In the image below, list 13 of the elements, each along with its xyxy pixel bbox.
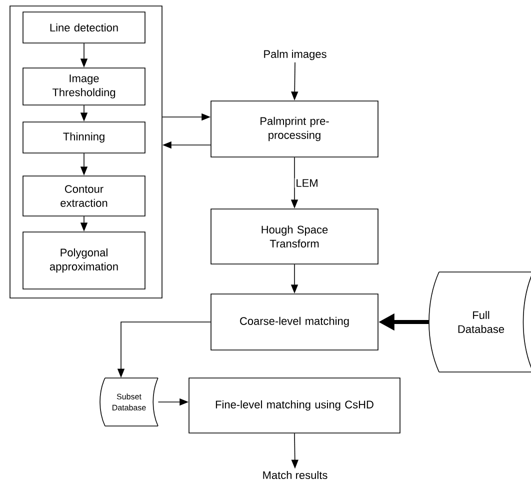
- edge-label: LEM: [296, 179, 318, 187]
- process-box: Contour extraction: [22, 176, 146, 216]
- process-box: Coarse-level matching: [210, 294, 378, 350]
- flow-text: Match results: [263, 470, 328, 480]
- process-box: Fine-level matching using CsHD: [188, 378, 400, 434]
- process-box: Polygonal approximation: [22, 232, 146, 290]
- flow-text: Palm images: [264, 50, 326, 60]
- process-box: Line detection: [22, 12, 146, 44]
- process-box: Thinning: [22, 122, 146, 154]
- group-box: [10, 6, 162, 298]
- process-box: Palmprint pre-processing: [210, 100, 378, 158]
- process-box: Image Thresholding: [22, 68, 146, 106]
- process-box: Hough Space Transform: [210, 208, 378, 264]
